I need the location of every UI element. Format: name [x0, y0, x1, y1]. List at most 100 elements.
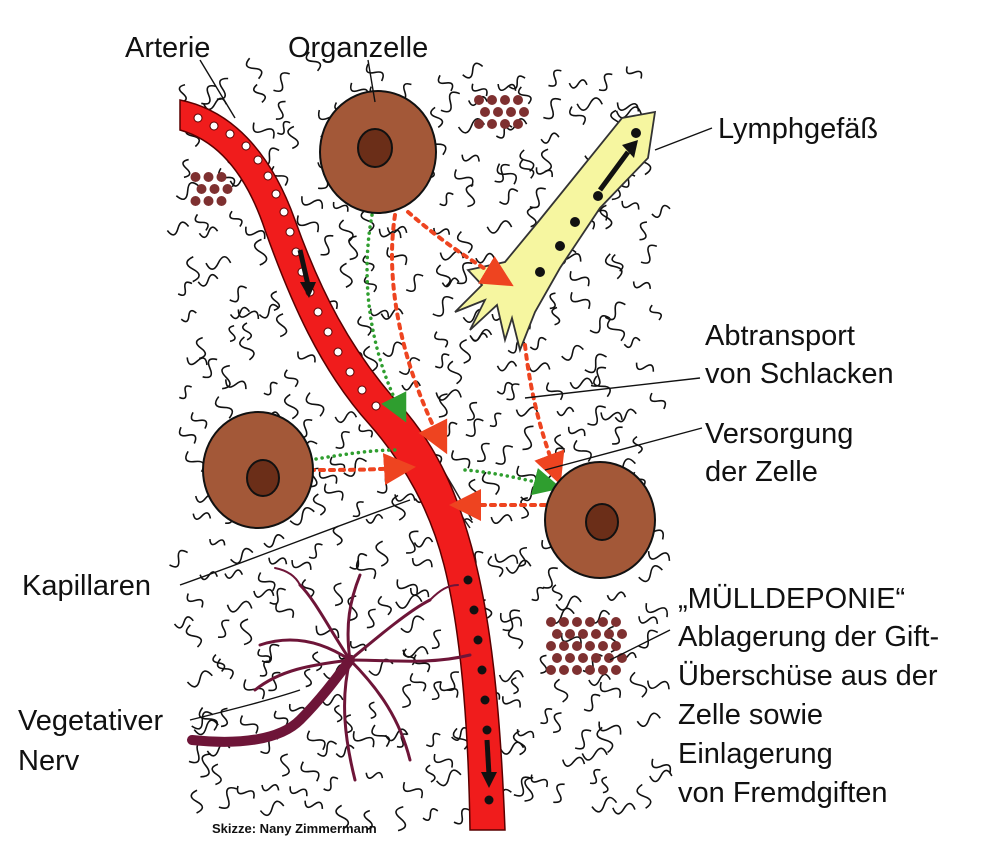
fiber-squiggle: [386, 247, 408, 266]
fiber-squiggle: [649, 304, 663, 321]
fiber-squiggle: [560, 633, 582, 646]
fiber-squiggle: [237, 309, 260, 320]
toxin-deposit-dot: [222, 184, 233, 194]
fiber-squiggle: [433, 753, 454, 768]
toxin-deposit-dot: [598, 665, 608, 675]
fiber-squiggle: [277, 120, 291, 135]
blood-cell-light: [253, 155, 263, 165]
fiber-squiggle: [486, 220, 513, 234]
toxin-deposit-dot: [480, 107, 490, 117]
fiber-squiggle: [601, 776, 609, 794]
fiber-squiggle: [186, 256, 200, 283]
fiber-squiggle: [621, 200, 640, 210]
fiber-squiggle: [512, 730, 527, 756]
fiber-squiggle: [524, 776, 534, 802]
toxin-deposit-dot: [617, 629, 627, 639]
fiber-squiggle: [402, 683, 412, 709]
fiber-squiggle: [494, 553, 519, 564]
fiber-squiggle: [229, 285, 248, 303]
fiber-squiggle: [600, 411, 623, 421]
fiber-squiggle: [645, 603, 669, 618]
fiber-squiggle: [191, 711, 214, 730]
fiber-squiggle: [468, 478, 480, 502]
toxin-deposit-dot: [591, 653, 601, 663]
fiber-squiggle: [273, 710, 289, 726]
fiber-squiggle: [649, 769, 673, 783]
fiber-squiggle: [649, 392, 667, 410]
toxin-deposit-dot: [611, 641, 621, 651]
fiber-squiggle: [551, 306, 561, 326]
fiber-squiggle: [169, 549, 188, 568]
fiber-squiggle: [409, 587, 430, 598]
fiber-squiggle: [320, 234, 334, 256]
fiber-squiggle: [244, 226, 266, 240]
blood-cell-dark: [482, 725, 492, 735]
fiber-squiggle: [209, 539, 226, 546]
label-arterie: Arterie: [125, 32, 210, 64]
fiber-squiggle: [646, 680, 670, 690]
fiber-squiggle: [453, 808, 471, 825]
fiber-squiggle: [470, 332, 489, 342]
fiber-squiggle: [291, 560, 312, 570]
fiber-squiggle: [440, 91, 461, 113]
fiber-squiggle: [363, 809, 373, 831]
fiber-squiggle: [396, 733, 408, 748]
fiber-squiggle: [306, 730, 326, 751]
fiber-squiggle: [333, 704, 343, 723]
toxin-deposit-dot: [487, 119, 497, 129]
fiber-squiggle: [305, 51, 322, 72]
fiber-squiggle: [540, 132, 560, 144]
fiber-squiggle: [508, 75, 526, 90]
fiber-squiggle: [289, 506, 315, 526]
fiber-squiggle: [589, 315, 611, 334]
fiber-squiggle: [584, 353, 607, 374]
fiber-squiggle: [369, 308, 390, 318]
fiber-squiggle: [308, 543, 323, 559]
fiber-squiggle: [226, 600, 253, 613]
fiber-squiggle: [516, 729, 535, 739]
fiber-squiggle: [198, 226, 219, 239]
fiber-squiggle: [465, 183, 476, 208]
fiber-squiggle: [596, 726, 614, 754]
fiber-squiggle: [391, 494, 406, 521]
fiber-squiggle: [447, 360, 463, 385]
fiber-squiggle: [502, 696, 521, 708]
fiber-squiggle: [347, 595, 358, 622]
fiber-squiggle: [451, 450, 471, 469]
fiber-squiggle: [352, 501, 364, 518]
fiber-squiggle: [549, 292, 556, 310]
fiber-squiggle: [263, 534, 285, 548]
fiber-squiggle: [202, 358, 218, 379]
toxin-deposit-dot: [578, 629, 588, 639]
fiber-squiggle: [434, 331, 449, 348]
fiber-squiggle: [637, 629, 659, 649]
leader-lines: [179, 59, 713, 721]
fiber-squiggle: [185, 451, 205, 473]
fiber-squiggle: [543, 97, 562, 120]
fiber-squiggle: [576, 97, 603, 112]
fiber-squiggle: [384, 728, 409, 742]
fiber-squiggle: [587, 405, 607, 426]
toxin-deposit-dot: [546, 617, 556, 627]
vegetative-nerve: [187, 567, 472, 782]
fiber-squiggle: [573, 439, 592, 463]
toxin-deposit-dot: [591, 629, 601, 639]
fiber-squiggle: [539, 654, 548, 675]
blood-cell-dark: [463, 575, 473, 585]
lymph-vessel: [454, 110, 657, 353]
fiber-squiggle: [323, 776, 339, 792]
fiber-squiggle: [430, 106, 444, 129]
fiber-squiggle: [568, 79, 588, 89]
fiber-squiggle: [435, 264, 451, 287]
fiber-squiggle: [368, 701, 377, 720]
blood-cell-light: [345, 367, 355, 377]
blood-cell-light: [279, 207, 289, 217]
fiber-squiggle: [211, 763, 222, 786]
fiber-squiggle: [611, 253, 624, 272]
toxin-deposit-dot: [196, 184, 207, 194]
fiber-squiggle: [178, 426, 197, 444]
blood-cell-light: [313, 307, 323, 317]
fiber-squiggle: [612, 802, 636, 815]
fiber-squiggle: [366, 608, 376, 629]
fiber-squiggle: [530, 774, 549, 788]
